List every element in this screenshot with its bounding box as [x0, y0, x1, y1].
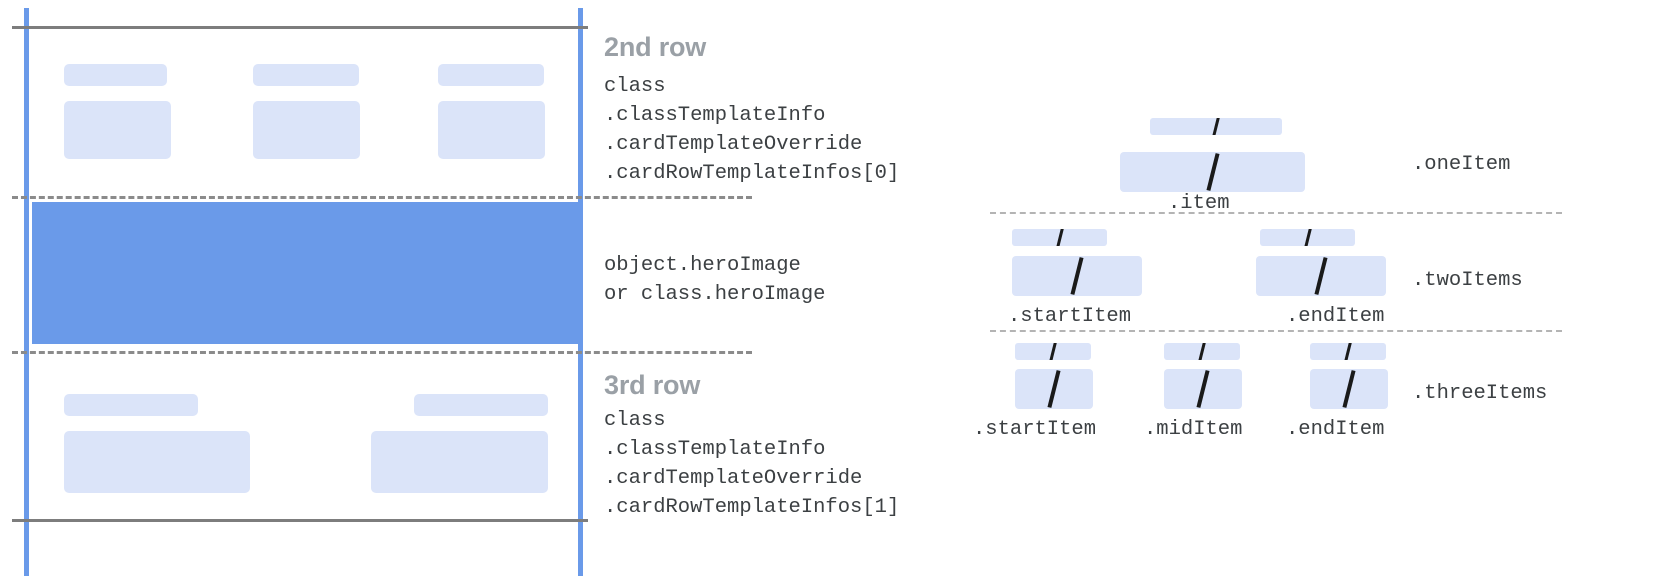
second-row-col3-label-chip: [438, 64, 544, 86]
slash-icon: [1205, 153, 1220, 191]
three-items-row-label: .threeItems: [1412, 382, 1548, 405]
second-row-col3-body-chip: [438, 101, 545, 159]
two-items-end-slot-label: .endItem: [1286, 305, 1385, 328]
slash-icon: [1049, 343, 1057, 360]
two-items-group: .startItem .endItem .twoItems: [960, 212, 1676, 330]
slash-icon: [1314, 257, 1328, 295]
second-row-col1-body-chip: [64, 101, 171, 159]
three-items-end-body-bar: [1310, 369, 1388, 409]
card-bottom-border: [12, 519, 588, 522]
second-row-code: class .classTemplateInfo .cardTemplateOv…: [604, 75, 900, 185]
third-row-col2-body-chip: [371, 431, 548, 493]
third-row-col2-label-chip: [414, 394, 548, 416]
slash-icon: [1047, 370, 1061, 408]
three-items-end-slot-label: .endItem: [1286, 418, 1385, 441]
one-item-label-bar: [1150, 118, 1282, 135]
third-row-title: 3rd row: [604, 370, 701, 400]
two-items-start-label-bar: [1012, 229, 1107, 246]
slash-icon: [1198, 343, 1206, 360]
two-items-start-body-bar: [1012, 256, 1142, 296]
two-items-start-slot-label: .startItem: [1008, 305, 1132, 328]
three-items-mid-slot-label: .midItem: [1144, 418, 1243, 441]
slash-icon: [1196, 370, 1210, 408]
divider-above-hero: [12, 196, 752, 199]
three-items-end-label-bar: [1310, 343, 1386, 360]
two-items-end-body-bar: [1256, 256, 1386, 296]
item-layout-diagram: .item .oneItem .startItem .endItem .twoI…: [960, 0, 1676, 584]
one-item-slot-label: .item: [1168, 192, 1230, 215]
one-item-group: .item .oneItem: [960, 0, 1676, 215]
third-row-code: class .classTemplateInfo .cardTemplateOv…: [604, 409, 900, 519]
slash-icon: [1212, 118, 1220, 135]
card-right-edge-rule: [578, 8, 583, 576]
slash-icon: [1303, 229, 1312, 246]
hero-image-band: [32, 202, 580, 344]
third-row-col1-label-chip: [64, 394, 198, 416]
divider-twoitems-threeitems: [990, 330, 1562, 332]
three-items-start-slot-label: .startItem: [973, 418, 1097, 441]
card-structure-diagram: [0, 0, 752, 584]
slash-icon: [1055, 229, 1064, 246]
three-items-mid-body-bar: [1164, 369, 1242, 409]
slash-icon: [1342, 370, 1356, 408]
three-items-group: .startItem .midItem .endItem .threeItems: [960, 330, 1676, 450]
two-items-end-label-bar: [1260, 229, 1355, 246]
second-row-col2-label-chip: [253, 64, 359, 86]
hero-image-code: object.heroImage or class.heroImage: [604, 254, 826, 306]
second-row-title: 2nd row: [604, 32, 707, 62]
card-left-edge-rule: [24, 8, 29, 576]
three-items-start-body-bar: [1015, 369, 1093, 409]
second-row-col1-label-chip: [64, 64, 167, 86]
second-row-col2-body-chip: [253, 101, 360, 159]
third-row-col1-body-chip: [64, 431, 250, 493]
three-items-mid-label-bar: [1164, 343, 1240, 360]
slash-icon: [1070, 257, 1084, 295]
two-items-row-label: .twoItems: [1412, 269, 1523, 292]
divider-oneitem-twoitems: [990, 212, 1562, 214]
divider-below-hero: [12, 351, 752, 354]
three-items-start-label-bar: [1015, 343, 1091, 360]
slash-icon: [1344, 343, 1352, 360]
one-item-body-bar: [1120, 152, 1305, 192]
card-top-border: [12, 26, 588, 29]
one-item-row-label: .oneItem: [1412, 153, 1511, 176]
